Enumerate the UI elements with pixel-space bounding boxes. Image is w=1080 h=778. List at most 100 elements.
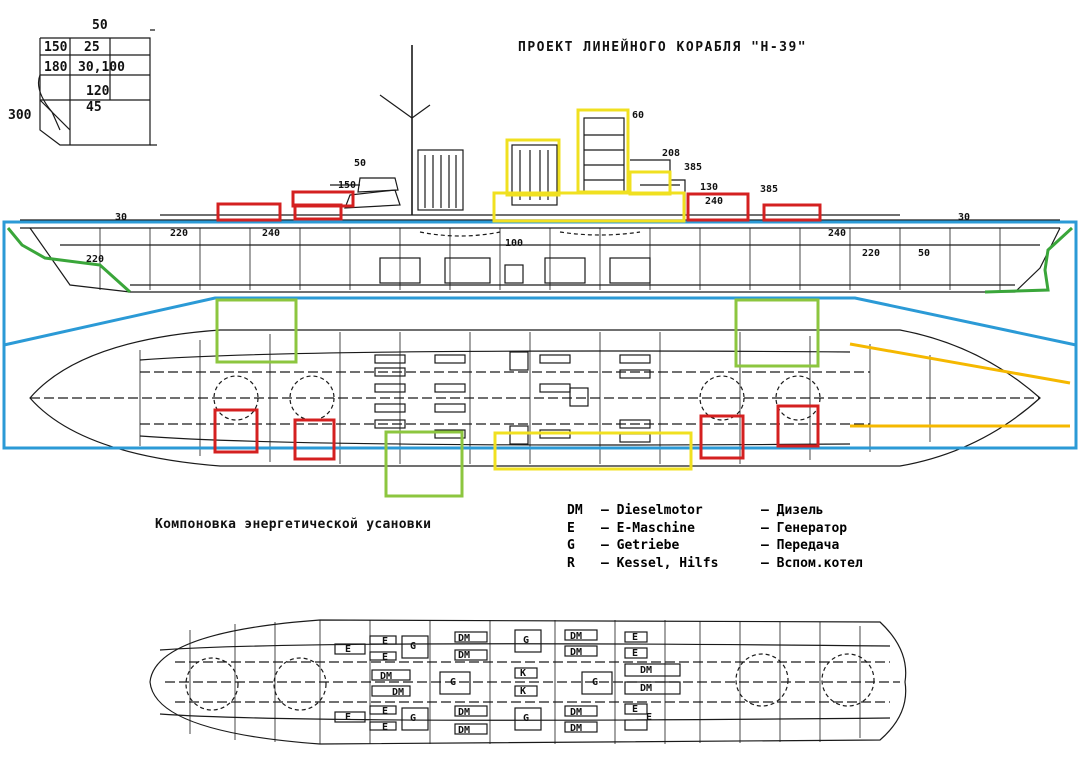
engine-layout bbox=[149, 619, 907, 745]
armor-label: 50 bbox=[92, 18, 108, 33]
engine-label-e: E bbox=[345, 712, 352, 723]
drawing-title: ПРОЕКТ ЛИНЕЙНОГО КОРАБЛЯ "Н-39" bbox=[518, 40, 808, 55]
profile-label: 240 bbox=[262, 228, 281, 239]
engine-label-e: E bbox=[632, 704, 639, 715]
yellow-box-profile-1 bbox=[505, 138, 561, 197]
engine-label-dm: DM bbox=[570, 723, 583, 734]
legend-german: – Kessel, Hilfs bbox=[601, 555, 719, 571]
legend-code: E bbox=[567, 520, 575, 536]
red-box-profile-3 bbox=[293, 203, 343, 221]
engine-label-dm: DM bbox=[640, 665, 653, 676]
engine-label-dm: DM bbox=[458, 725, 471, 736]
armor-label: 300 bbox=[8, 108, 32, 123]
profile-label: 130 bbox=[700, 182, 719, 193]
engine-label-dm: DM bbox=[392, 687, 405, 698]
red-box-profile-1 bbox=[216, 202, 282, 222]
red-box-plan-3 bbox=[699, 414, 745, 460]
plan-view bbox=[29, 329, 1041, 467]
engine-label-g: G bbox=[450, 677, 457, 688]
green-box-plan-1 bbox=[215, 298, 298, 364]
yellow-box-profile-4 bbox=[492, 191, 686, 223]
blue-hull-outline bbox=[2, 220, 1078, 450]
profile-label: 50 bbox=[354, 158, 367, 169]
legend: DM – Dieselmotor – Дизель E – E-Maschine… bbox=[567, 502, 863, 572]
layout-caption: Компоновка энергетической усановки bbox=[155, 517, 432, 532]
engine-label-dm: DM bbox=[570, 631, 583, 642]
engine-label-e: E bbox=[382, 706, 389, 717]
engine-label-dm: DM bbox=[458, 707, 471, 718]
profile-label: 30 bbox=[958, 212, 971, 223]
profile-label: 30 bbox=[115, 212, 128, 223]
engine-label-g: G bbox=[410, 641, 417, 652]
orange-line-1 bbox=[849, 342, 1071, 385]
legend-row-dm: DM – Dieselmotor – Дизель bbox=[567, 502, 863, 520]
armor-label: 45 bbox=[86, 100, 102, 115]
legend-german: – E-Maschine bbox=[601, 520, 695, 536]
engine-label-e: E bbox=[632, 632, 639, 643]
green-box-plan-2 bbox=[734, 298, 820, 368]
legend-russian: – Дизель bbox=[761, 503, 824, 518]
yellow-box-plan bbox=[493, 431, 693, 471]
legend-german: – Getriebe bbox=[601, 538, 680, 553]
legend-row-e: E – E-Maschine – Генератор bbox=[567, 520, 863, 538]
profile-label: 385 bbox=[760, 184, 779, 195]
red-box-plan-2 bbox=[293, 418, 336, 461]
engine-label-dm: DM bbox=[570, 707, 583, 718]
legend-russian: – Вспом.котел bbox=[761, 555, 863, 571]
armor-label: 25 bbox=[84, 40, 100, 55]
profile-label: 150 bbox=[338, 180, 357, 191]
engine-label-e: E bbox=[632, 648, 639, 659]
engine-label-dm: DM bbox=[640, 683, 653, 694]
engine-label-k: K bbox=[520, 686, 527, 697]
legend-row-r: R – Kessel, Hilfs – Вспом.котел bbox=[567, 555, 863, 573]
blue-plan-outline bbox=[3, 296, 1077, 347]
engine-label-dm: DM bbox=[380, 671, 393, 682]
profile-label: 220 bbox=[170, 228, 189, 239]
engine-label-k: K bbox=[520, 668, 527, 679]
engine-label-dm: DM bbox=[570, 647, 583, 658]
profile-label: 60 bbox=[632, 110, 645, 121]
red-box-plan-1 bbox=[213, 408, 259, 454]
legend-german: – Dieselmotor bbox=[601, 503, 703, 518]
armor-label: 120 bbox=[86, 84, 110, 99]
green-box-plan-3 bbox=[384, 430, 464, 498]
engine-label-e: E bbox=[382, 652, 389, 663]
legend-russian: – Генератор bbox=[761, 520, 848, 536]
profile-label: 220 bbox=[86, 254, 105, 265]
legend-code: G bbox=[567, 538, 575, 553]
profile-label: 100 bbox=[505, 238, 524, 249]
armor-section-sketch bbox=[37, 29, 157, 146]
engine-label-g: G bbox=[523, 635, 530, 646]
engine-label-e: E bbox=[382, 636, 389, 647]
legend-code: R bbox=[567, 555, 575, 571]
engine-label-e: E bbox=[646, 712, 653, 723]
profile-label: 208 bbox=[662, 148, 681, 159]
yellow-box-profile-3 bbox=[628, 170, 672, 196]
profile-label: 50 bbox=[918, 248, 931, 259]
armor-label: 180 bbox=[44, 60, 68, 75]
engine-label-g: G bbox=[523, 713, 530, 724]
side-profile bbox=[20, 45, 1061, 293]
engine-label-g: G bbox=[592, 677, 599, 688]
engine-label-e: E bbox=[382, 722, 389, 733]
profile-label: 240 bbox=[828, 228, 847, 239]
red-box-profile-4 bbox=[686, 192, 750, 222]
profile-label: 385 bbox=[684, 162, 703, 173]
legend-russian: – Передача bbox=[761, 538, 840, 553]
green-stern-outline bbox=[984, 226, 1074, 294]
legend-row-g: G – Getriebe – Передача bbox=[567, 537, 863, 555]
profile-label: 240 bbox=[705, 196, 724, 207]
engine-label-dm: DM bbox=[458, 633, 471, 644]
engine-label-g: G bbox=[410, 713, 417, 724]
engine-label-e: E bbox=[345, 644, 352, 655]
profile-label: 220 bbox=[862, 248, 881, 259]
armor-label: 150 bbox=[44, 40, 68, 55]
armor-label: 30,100 bbox=[78, 60, 125, 75]
legend-code: DM bbox=[567, 503, 583, 518]
red-box-plan-4 bbox=[776, 404, 820, 448]
green-bow-outline bbox=[6, 227, 132, 294]
engine-label-dm: DM bbox=[458, 650, 471, 661]
red-box-profile-5 bbox=[762, 203, 822, 222]
